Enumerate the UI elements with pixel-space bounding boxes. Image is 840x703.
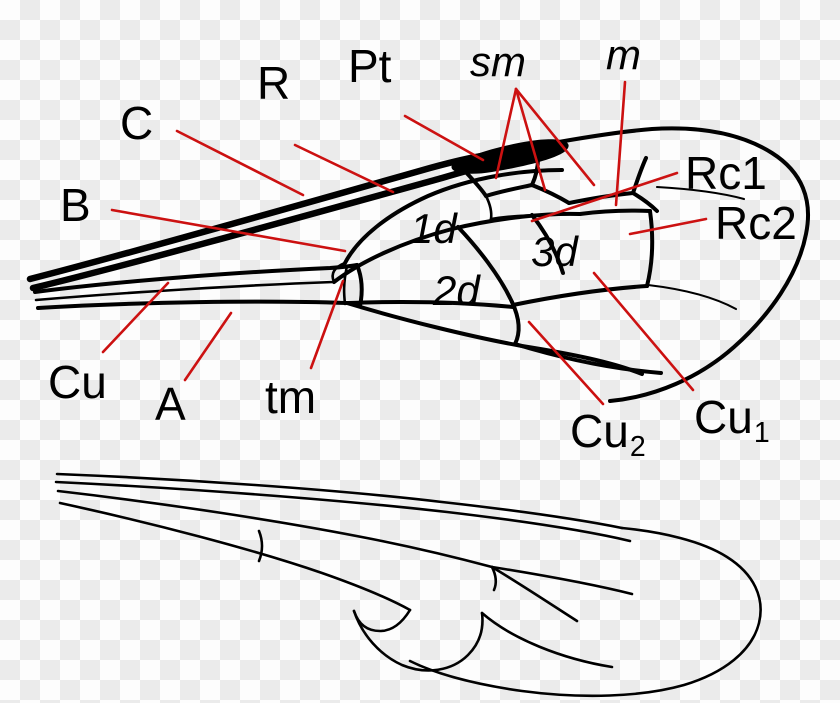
wing-leading-edge bbox=[482, 126, 811, 403]
hindwing-leading-edge-2 bbox=[54, 480, 632, 543]
leader-line-sm-3 bbox=[514, 87, 596, 187]
label-m: m bbox=[606, 31, 641, 78]
label-cu: Cu bbox=[48, 356, 107, 408]
hindwing-vein-branch-lower bbox=[490, 565, 579, 623]
submarginal-cell-vein-4 bbox=[530, 183, 571, 205]
hindwing-group bbox=[54, 472, 762, 698]
label-rc1: Rc1 bbox=[685, 147, 767, 199]
leader-line-cu1 bbox=[592, 271, 695, 392]
label-r: R bbox=[257, 57, 291, 109]
leader-line-c bbox=[175, 129, 305, 197]
submarginal-cell-vein-6 bbox=[631, 156, 648, 195]
hindwing-posterior-margin bbox=[480, 611, 614, 669]
submarginal-cell-vein-2 bbox=[484, 183, 534, 198]
cell-2d-bottom-border bbox=[345, 300, 515, 309]
costal-vein bbox=[26, 152, 486, 283]
leader-line-sm-2 bbox=[514, 87, 547, 192]
label-cell-1d: 1d bbox=[410, 205, 457, 252]
cell-2d-left-border bbox=[456, 225, 514, 304]
cell-3d-top-border bbox=[578, 208, 652, 216]
label-pt: Pt bbox=[348, 40, 392, 92]
hindwing-outline bbox=[408, 526, 762, 698]
label-cu1: Cu1 bbox=[694, 394, 770, 448]
leader-line-rc1 bbox=[530, 171, 679, 223]
hindwing-vein-2 bbox=[58, 501, 412, 612]
cubital-vein bbox=[34, 280, 335, 302]
leader-line-cu2 bbox=[527, 320, 605, 406]
hindwing-vein-1 bbox=[56, 489, 494, 569]
label-rc2: Rc2 bbox=[715, 197, 797, 249]
leader-line-sm-1 bbox=[494, 87, 518, 180]
leader-line-a bbox=[183, 311, 233, 382]
leader-line-m bbox=[614, 80, 627, 207]
label-cu1-base: Cu bbox=[694, 391, 753, 443]
hindwing-crossvein-2 bbox=[490, 565, 498, 592]
leader-line-tm bbox=[309, 279, 345, 370]
basal-cell-upper bbox=[343, 168, 564, 265]
label-tm: tm bbox=[265, 371, 317, 423]
cell-3d-right-border bbox=[645, 209, 655, 288]
label-cell-3d: 3d bbox=[531, 228, 578, 275]
posterior-margin bbox=[345, 301, 644, 376]
forewing-group bbox=[26, 126, 811, 403]
basal-cell-left-closure bbox=[331, 261, 347, 284]
vein-rc1 bbox=[655, 185, 746, 201]
hindwing-leading-edge-1 bbox=[55, 472, 624, 530]
transverse-vein-tm bbox=[355, 263, 364, 308]
leader-line-pt bbox=[403, 114, 485, 162]
label-cu1-subscript: 1 bbox=[753, 417, 770, 450]
leader-line-rc2 bbox=[628, 217, 708, 236]
label-cu2: Cu2 bbox=[570, 408, 646, 462]
label-c: C bbox=[120, 97, 154, 149]
label-b: B bbox=[60, 179, 91, 231]
hindwing-alula-lobe-2 bbox=[352, 609, 484, 672]
anal-vein bbox=[36, 299, 349, 310]
submarginal-cell-vein-8 bbox=[484, 194, 493, 221]
axillary-connector bbox=[342, 264, 349, 306]
cell-2d-right-border bbox=[510, 300, 521, 346]
label-sm: sm bbox=[470, 38, 526, 85]
label-cell-2d: 2d bbox=[433, 267, 480, 314]
leader-lines-group bbox=[101, 80, 708, 406]
hindwing-vein-branch-upper bbox=[490, 565, 634, 596]
cell-3d-bottom-border bbox=[511, 284, 649, 307]
submarginal-cell-vein-7 bbox=[631, 191, 659, 213]
leader-line-b bbox=[110, 208, 347, 253]
submarginal-cell-vein-1 bbox=[462, 168, 488, 198]
pterostigma bbox=[451, 139, 569, 174]
label-a: A bbox=[155, 378, 186, 430]
leader-line-cu bbox=[101, 281, 170, 354]
vein-rc2 bbox=[646, 283, 738, 311]
submarginal-cell-vein-9 bbox=[489, 213, 550, 221]
label-cu2-base: Cu bbox=[570, 405, 629, 457]
leader-line-r bbox=[293, 143, 395, 194]
hindwing-crossvein-1 bbox=[257, 529, 264, 563]
label-cu2-subscript: 2 bbox=[629, 431, 646, 464]
